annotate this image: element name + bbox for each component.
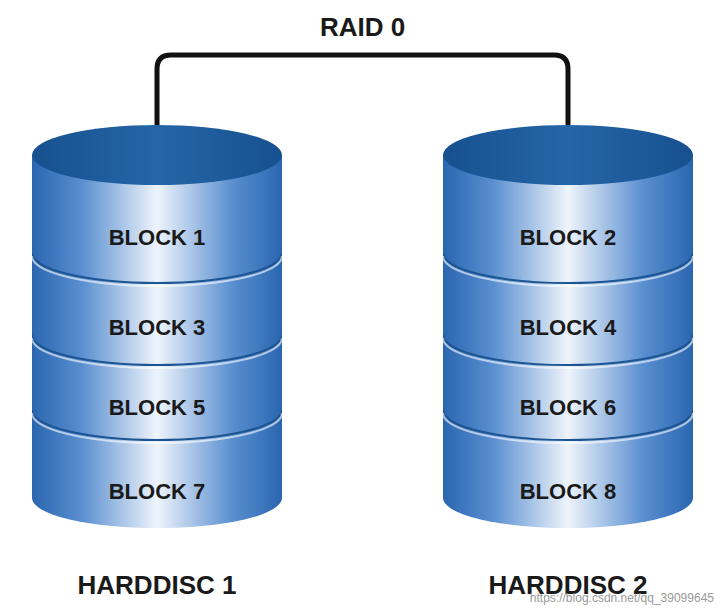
platter-highlight xyxy=(32,338,282,368)
data-block: BLOCK 8 xyxy=(453,470,683,514)
platter-divider xyxy=(443,253,693,283)
block-label: BLOCK 4 xyxy=(520,315,617,341)
block-label: BLOCK 2 xyxy=(520,225,617,251)
data-block: BLOCK 7 xyxy=(42,470,272,514)
disc-name: HARDDISC 1 xyxy=(2,570,312,601)
disk-body xyxy=(443,155,693,528)
disk-body xyxy=(32,155,282,528)
platter-highlight xyxy=(443,256,693,286)
block-label: BLOCK 5 xyxy=(109,395,206,421)
block-label: BLOCK 6 xyxy=(520,395,617,421)
data-block: BLOCK 6 xyxy=(453,386,683,430)
platter-divider xyxy=(32,253,282,283)
watermark: https://blog.csdn.net/qq_39099645 xyxy=(530,591,714,605)
block-label: BLOCK 7 xyxy=(109,479,206,505)
data-block: BLOCK 5 xyxy=(42,386,272,430)
data-block: BLOCK 4 xyxy=(453,306,683,350)
block-label: BLOCK 1 xyxy=(109,225,206,251)
hard-disc: HARDDISC 1BLOCK 1BLOCK 3BLOCK 5BLOCK 7 xyxy=(32,125,282,530)
data-block: BLOCK 1 xyxy=(42,216,272,260)
platter-highlight xyxy=(32,256,282,286)
data-block: BLOCK 2 xyxy=(453,216,683,260)
data-block: BLOCK 3 xyxy=(42,306,272,350)
platter-highlight xyxy=(443,338,693,368)
disk-top xyxy=(443,125,693,185)
hard-disc: HARDDISC 2BLOCK 2BLOCK 4BLOCK 6BLOCK 8 xyxy=(443,125,693,530)
raid-level: RAID 0 xyxy=(314,12,411,43)
block-label: BLOCK 3 xyxy=(109,315,206,341)
disk-top xyxy=(32,125,282,185)
block-label: BLOCK 8 xyxy=(520,479,617,505)
